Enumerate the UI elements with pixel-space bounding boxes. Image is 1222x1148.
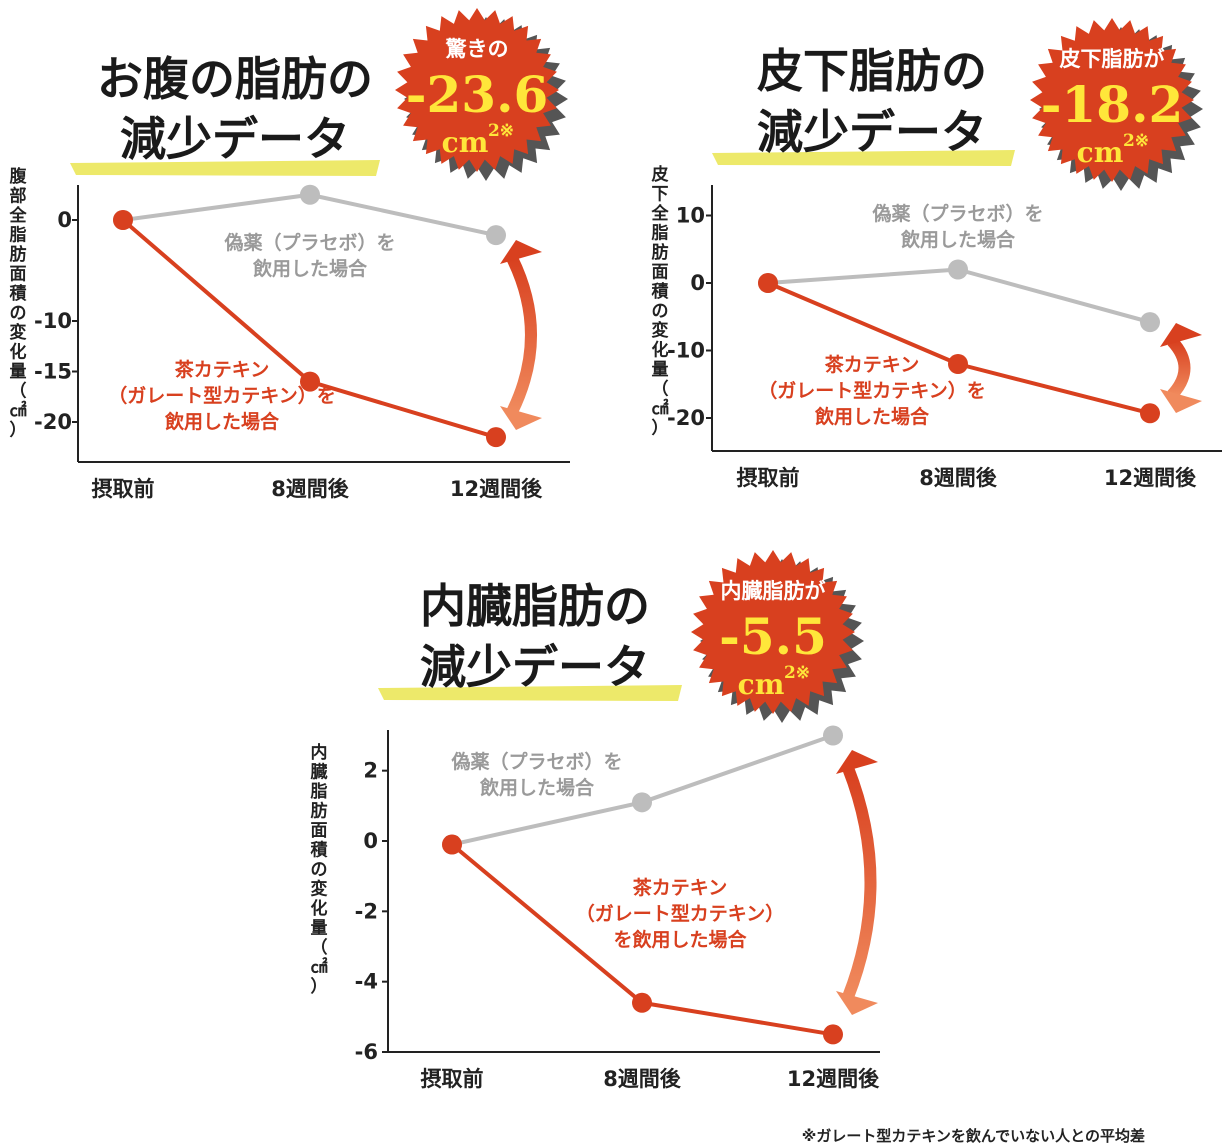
x-tick-label: 摂取前 — [421, 1067, 484, 1091]
series-label-catechin: 茶カテキン — [825, 353, 919, 376]
chart-title-line2: 減少データ — [420, 640, 650, 694]
difference-arrow — [842, 765, 877, 1000]
arrow-head-bottom — [1160, 389, 1202, 413]
y-tick-label: 0 — [690, 271, 705, 295]
badge-value: -23.6 — [406, 65, 549, 124]
y-axis-label: 内臓脂肪面積の変化量（㎠） — [311, 742, 329, 997]
x-tick-label: 摂取前 — [92, 477, 155, 501]
data-point-placebo — [1140, 312, 1160, 333]
y-tick-label: 10 — [676, 204, 705, 228]
series-label-placebo: 飲用した場合 — [252, 257, 368, 280]
x-tick-label: 8週間後 — [919, 466, 998, 490]
arrow-head-top — [500, 240, 542, 264]
data-point-catechin — [113, 210, 133, 230]
chart-title-line2: 減少データ — [757, 105, 987, 159]
y-tick-label: -15 — [34, 360, 72, 384]
data-point-placebo — [486, 225, 506, 246]
data-point-placebo — [300, 184, 320, 205]
badge-label: 皮下脂肪が — [1060, 47, 1165, 71]
x-tick-label: 12週間後 — [787, 1067, 880, 1091]
data-point-catechin — [300, 371, 320, 392]
arrow-head-top — [836, 750, 878, 774]
badge-unit-sup: 2※ — [488, 121, 514, 141]
chart-title-line2: 減少データ — [120, 112, 350, 166]
series-label-catechin: （ガレート型カテキン） — [576, 902, 784, 925]
data-point-catechin — [1140, 403, 1160, 424]
series-label-placebo: 飲用した場合 — [900, 228, 1016, 251]
x-tick-label: 摂取前 — [737, 466, 800, 490]
y-axis-label: 腹部全脂肪面積の変化量（㎠） — [9, 166, 28, 441]
data-point-catechin — [632, 992, 652, 1013]
data-point-catechin — [823, 1024, 843, 1045]
series-label-catechin: 茶カテキン — [175, 358, 269, 381]
x-tick-label: 8週間後 — [603, 1067, 682, 1091]
arrow-head-top — [1160, 323, 1202, 347]
x-tick-label: 12週間後 — [450, 477, 543, 501]
badge-unit-sup: 2※ — [1123, 131, 1149, 151]
arrow-head-bottom — [500, 406, 542, 430]
y-tick-label: -10 — [34, 309, 72, 333]
y-tick-label: -10 — [667, 339, 705, 363]
data-point-placebo — [948, 259, 968, 280]
y-axis-label: 皮下全脂肪面積の変化量（㎠） — [651, 164, 670, 439]
series-label-placebo: 偽薬（プラセボ）を — [450, 750, 622, 773]
badge-unit-sup: 2※ — [784, 663, 810, 683]
badge-unit: cm — [738, 668, 785, 701]
y-tick-label: 0 — [57, 208, 72, 232]
x-tick-label: 8週間後 — [271, 477, 350, 501]
arrow-head-bottom — [836, 991, 878, 1015]
y-tick-label: -20 — [667, 406, 705, 430]
badge-unit: cm — [1077, 136, 1124, 169]
y-tick-label: -6 — [355, 1040, 378, 1064]
y-tick-label: -4 — [355, 970, 378, 994]
badge-label: 驚きの — [445, 37, 509, 61]
series-label-placebo: 偽薬（プラセボ）を — [871, 202, 1043, 225]
difference-arrow — [506, 255, 537, 415]
badge-unit: cm — [442, 126, 489, 159]
data-point-placebo — [823, 725, 843, 746]
badge-value: -5.5 — [719, 607, 827, 666]
series-label-catechin: 飲用した場合 — [164, 410, 280, 433]
badge-starburst — [1030, 18, 1194, 182]
chart-title-line1: 内臓脂肪の — [420, 579, 650, 633]
data-point-catechin — [442, 834, 462, 855]
difference-arrow — [1167, 336, 1191, 400]
series-label-placebo: 飲用した場合 — [479, 776, 595, 799]
badge-label: 内臓脂肪が — [721, 579, 826, 603]
footnote: ※ガレート型カテキンを飲んでいない人との平均差 — [802, 1127, 1145, 1145]
y-tick-label: 2 — [363, 759, 378, 783]
y-tick-label: -2 — [355, 899, 378, 923]
series-label-catechin: を飲用した場合 — [613, 928, 747, 951]
series-label-catechin: （ガレート型カテキン）を — [758, 379, 985, 402]
chart-title-line1: お腹の脂肪の — [97, 52, 373, 106]
data-point-catechin — [758, 273, 778, 293]
series-label-catechin: （ガレート型カテキン）を — [108, 384, 335, 407]
series-label-catechin: 茶カテキン — [633, 876, 727, 899]
badge-value: -18.2 — [1041, 75, 1184, 134]
title-highlight — [70, 160, 380, 176]
chart-title-line1: 皮下脂肪の — [757, 44, 987, 98]
y-tick-label: 0 — [363, 829, 378, 853]
badge-starburst — [395, 8, 559, 172]
title-highlight — [712, 150, 1015, 166]
series-label-catechin: 飲用した場合 — [814, 405, 930, 428]
data-point-catechin — [486, 427, 506, 448]
data-point-placebo — [632, 792, 652, 813]
x-tick-label: 12週間後 — [1104, 466, 1197, 490]
series-label-placebo: 偽薬（プラセボ）を — [223, 231, 395, 254]
badge-starburst — [691, 550, 855, 714]
data-point-catechin — [948, 354, 968, 374]
title-highlight — [378, 685, 682, 701]
y-tick-label: -20 — [34, 410, 72, 434]
